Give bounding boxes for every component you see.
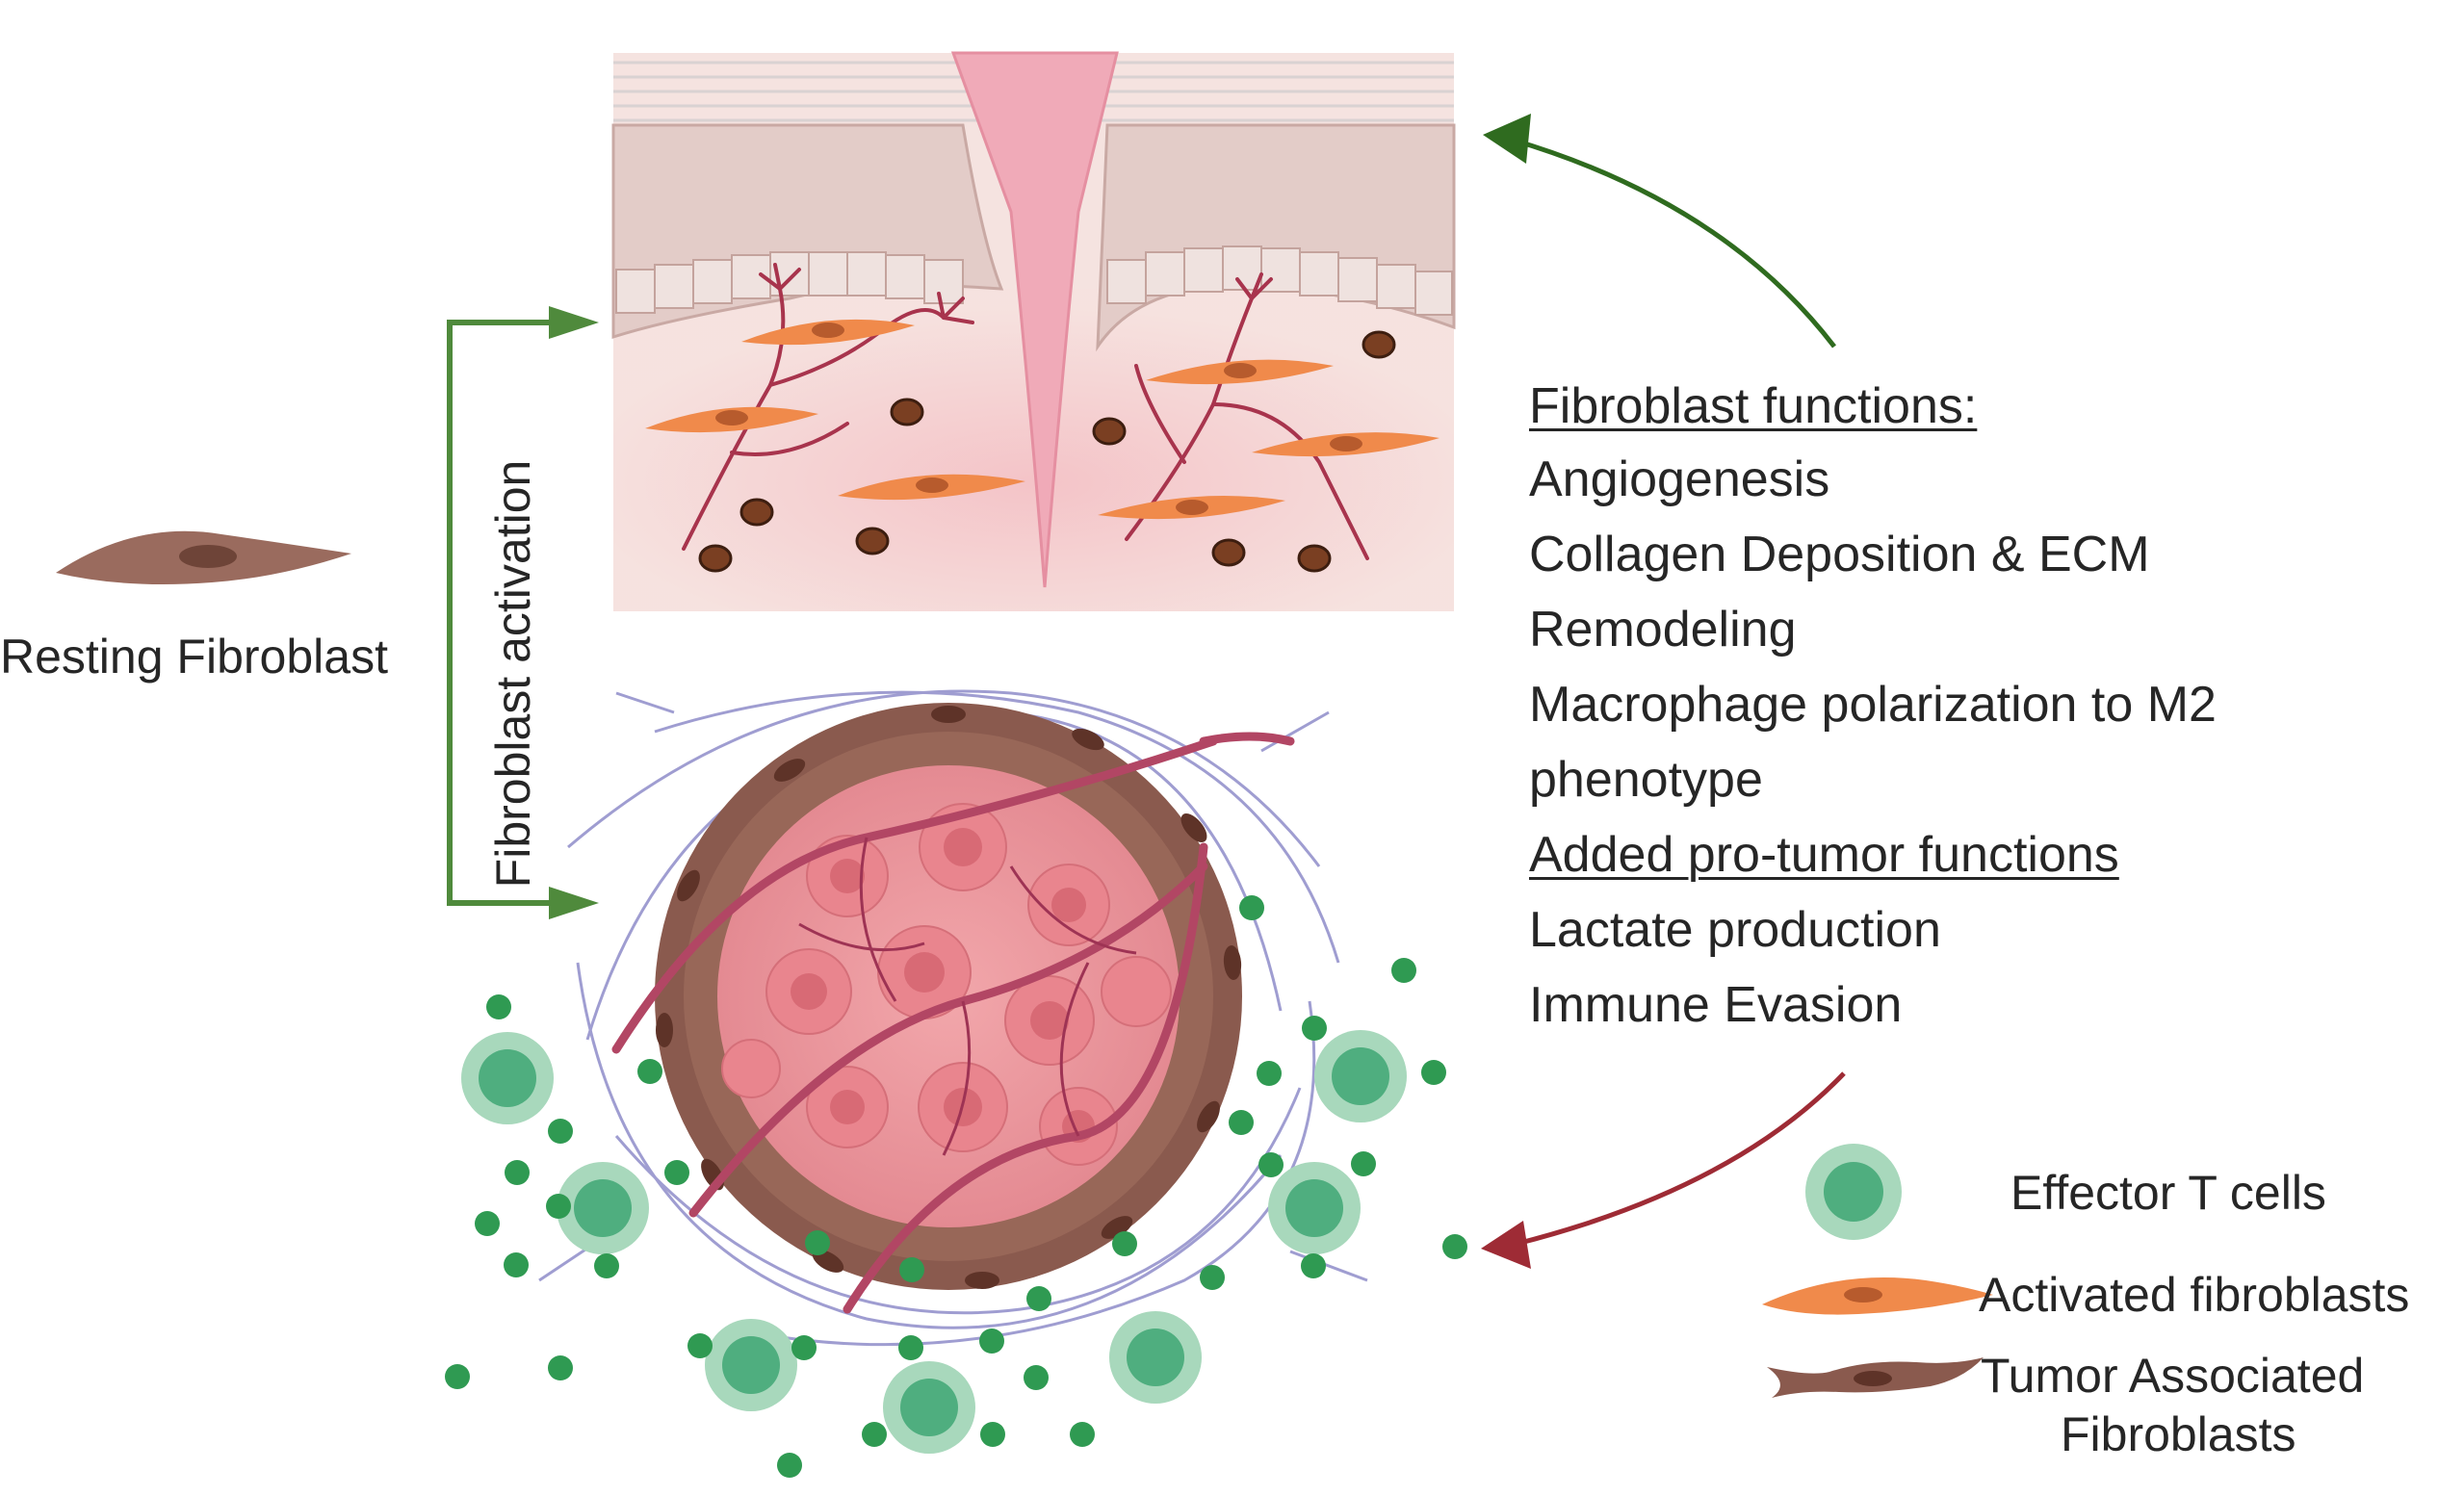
upper-curved-arrow <box>1483 114 1836 348</box>
function-item: Macrophage polarization to M2 <box>1529 677 2217 733</box>
wound-macrophages <box>698 330 1396 573</box>
activated-fibroblast <box>1252 432 1439 457</box>
effector-t-cell <box>1109 1311 1202 1404</box>
fibroblast-activation-arrow <box>447 306 599 919</box>
lower-curved-arrow <box>1481 1071 1846 1269</box>
effector-t-cells-around-tumor <box>461 1030 1407 1454</box>
effector-t-cell <box>883 1361 975 1454</box>
dermal-blood-vessels <box>682 263 1369 560</box>
legend-effector-t-cells-label: Effector T cells <box>2010 1166 2326 1220</box>
effector-t-cell <box>1314 1030 1407 1122</box>
fibroblast-activation-label: Fibroblast activation <box>486 459 540 889</box>
added-function-item: Lactate production <box>1529 902 1941 958</box>
function-item: Angiogenesis <box>1529 451 1830 507</box>
small-immune-dots <box>445 895 1467 1478</box>
legend-tumor-associated-label-line1: Tumor Associated <box>1981 1349 2365 1403</box>
legend-activated-fibroblast-icon <box>1762 1277 1993 1315</box>
effector-t-cell <box>1268 1162 1361 1254</box>
added-functions-header: Added pro-tumor functions <box>1529 827 2119 883</box>
activated-fibroblast <box>741 319 915 346</box>
resting-fibroblast-illustration <box>56 530 351 585</box>
fibroblast-functions-header: Fibroblast functions: <box>1529 378 1978 434</box>
function-item: Remodeling <box>1529 602 1797 658</box>
legend-tumor-associated-label-line2: Fibroblasts <box>2061 1407 2296 1461</box>
legend-effector-t-cell-icon <box>1805 1144 1902 1240</box>
effector-t-cell <box>705 1319 797 1411</box>
resting-fibroblast-label: Resting Fibroblast <box>0 630 388 684</box>
function-item: phenotype <box>1529 752 1763 808</box>
effector-t-cell <box>557 1162 649 1254</box>
legend-activated-fibroblasts-label: Activated fibroblasts <box>1979 1268 2410 1322</box>
resting-fibroblast-nucleus <box>179 545 237 568</box>
function-item: Collagen Deposition & ECM <box>1529 527 2150 582</box>
added-function-item: Immune Evasion <box>1529 977 1903 1033</box>
tumor-capillaries <box>798 837 1137 1156</box>
activated-fibroblast <box>645 406 818 433</box>
tumor-illustration <box>538 689 1368 1347</box>
legend-tumor-fibroblast-icon <box>1767 1357 1984 1398</box>
wound-skin-panel <box>611 51 1456 611</box>
activated-fibroblast <box>1098 496 1285 520</box>
basal-cell-layer <box>615 245 1453 316</box>
tumor-cell-nuclei <box>791 828 1095 1143</box>
capsule-fibroblast-nuclei <box>656 706 1242 1289</box>
effector-t-cell <box>461 1032 554 1124</box>
activated-fibroblast <box>1146 359 1334 385</box>
wound-wedge <box>950 51 1119 588</box>
activated-fibroblast <box>838 474 1025 501</box>
wound-activated-fibroblasts <box>645 319 1439 520</box>
